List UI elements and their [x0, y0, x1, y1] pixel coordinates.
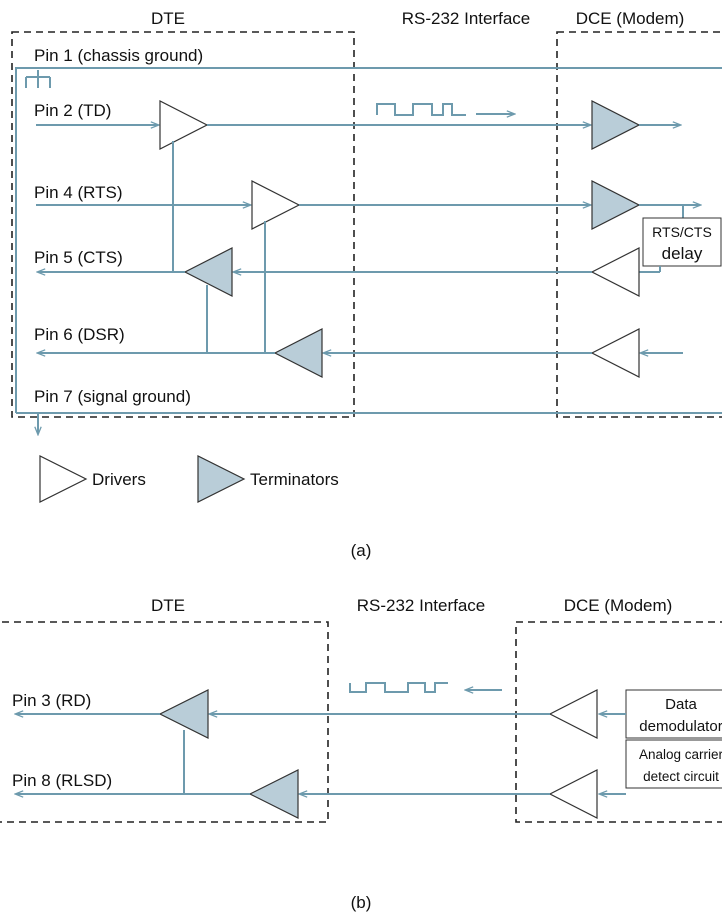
dte-box-b: [0, 621, 329, 823]
delay-box-line1: RTS/CTS: [652, 224, 712, 240]
dte-label-b: DTE: [151, 596, 185, 615]
cts-terminator-icon: [183, 247, 233, 297]
carrier-box-line1: Analog carrier: [639, 747, 722, 762]
delay-box-line2: delay: [662, 244, 703, 263]
driver-legend-icon: [39, 455, 88, 503]
rlsd-terminator-icon: [248, 769, 299, 819]
interface-label-b: RS-232 Interface: [357, 596, 486, 615]
td-terminator-icon: [591, 100, 641, 150]
terminators-legend-label: Terminators: [250, 470, 339, 489]
interface-label-a: RS-232 Interface: [402, 9, 531, 28]
dsr-driver-icon: [590, 328, 640, 378]
diagram-a: DTE RS-232 Interface DCE (Modem) Pin 1 (…: [11, 9, 722, 560]
dce-label-b: DCE (Modem): [564, 596, 673, 615]
data-demodulator-box: [625, 689, 722, 739]
carrier-box-line2: detect circuit: [643, 769, 719, 784]
dce-box-a: [556, 31, 722, 418]
rlsd-driver-icon: [548, 769, 598, 819]
pin5-label: Pin 5 (CTS): [34, 248, 123, 267]
pin3-label: Pin 3 (RD): [12, 691, 91, 710]
chassis-ground-icon: [25, 70, 51, 88]
caption-a: (a): [351, 541, 372, 560]
dsr-terminator-icon: [273, 328, 323, 378]
demod-box-line1: Data: [665, 696, 697, 713]
chassis-ground-frame: [15, 67, 722, 413]
demod-box-line2: demodulator: [639, 718, 722, 735]
rd-terminator-icon: [158, 689, 209, 739]
pin4-label: Pin 4 (RTS): [34, 183, 123, 202]
diagram-b: DTE RS-232 Interface DCE (Modem) Data de…: [0, 596, 722, 912]
dce-box-b: [515, 621, 722, 823]
rd-driver-icon: [548, 689, 598, 739]
square-wave-icon-b: [349, 682, 448, 693]
carrier-detect-box: [625, 739, 722, 789]
terminator-legend-icon: [197, 455, 246, 503]
pin1-label: Pin 1 (chassis ground): [34, 46, 203, 65]
dte-label-a: DTE: [151, 9, 185, 28]
pin8-label: Pin 8 (RLSD): [12, 771, 112, 790]
rts-terminator-icon: [591, 180, 641, 230]
pin2-label: Pin 2 (TD): [34, 101, 111, 120]
pin6-label: Pin 6 (DSR): [34, 325, 125, 344]
caption-b: (b): [351, 893, 372, 912]
rts-cts-delay-box: [642, 217, 722, 267]
cts-driver-icon: [590, 247, 640, 297]
dte-box-a: [11, 31, 355, 418]
td-driver-icon: [159, 100, 209, 150]
rts-driver-icon: [251, 180, 301, 230]
pin7-label: Pin 7 (signal ground): [34, 387, 191, 406]
dce-label-a: DCE (Modem): [576, 9, 685, 28]
drivers-legend-label: Drivers: [92, 470, 146, 489]
square-wave-icon-a: [376, 103, 466, 116]
